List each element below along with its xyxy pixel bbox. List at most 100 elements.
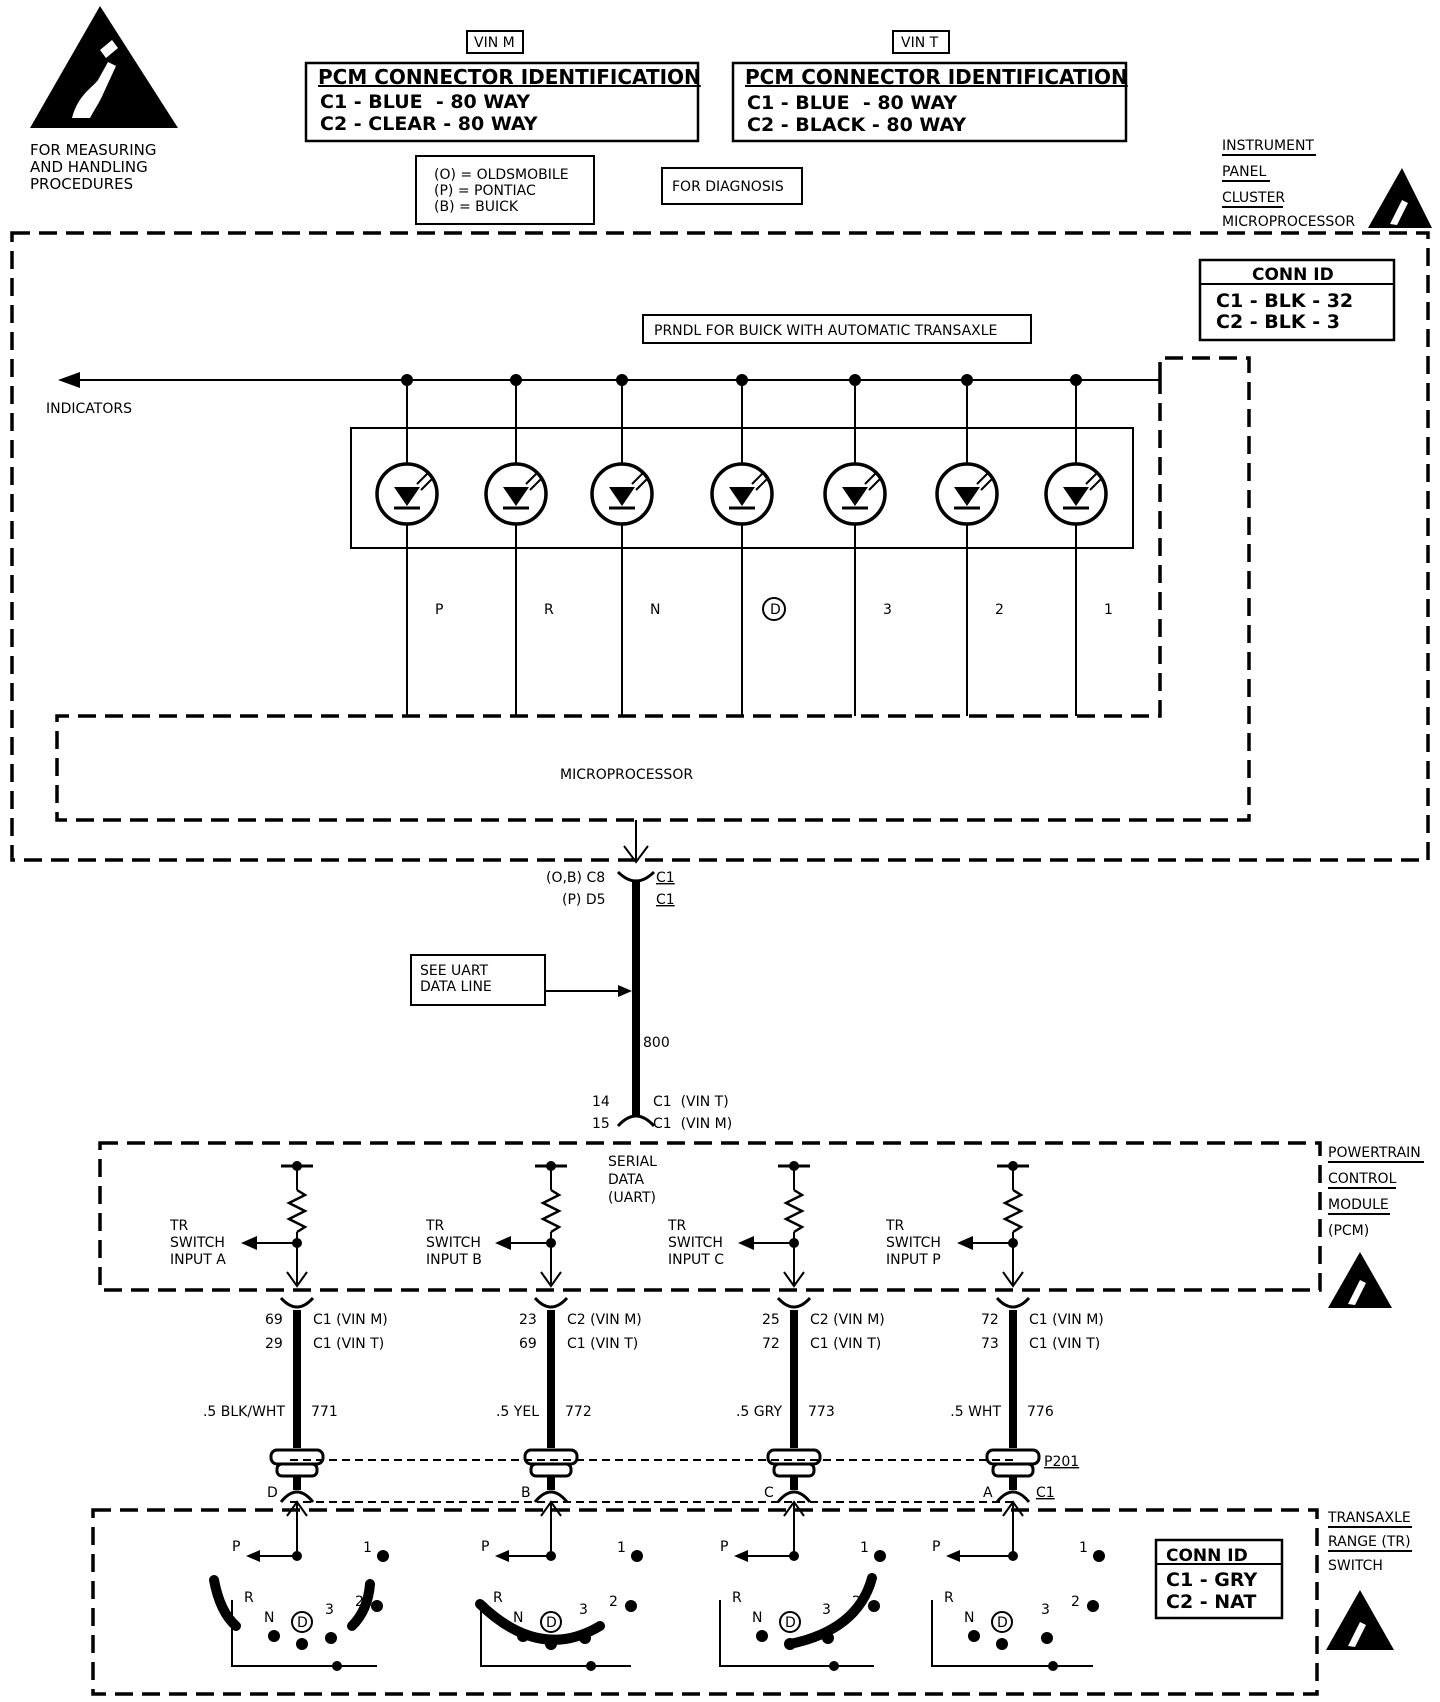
tr-conn-id-box [1154, 1538, 1284, 1620]
uart-note-line-2: DATA LINE [420, 979, 492, 995]
serial-pin-2: 15 [592, 1116, 610, 1132]
led-ray [864, 471, 878, 485]
input-label: SWITCH [886, 1235, 941, 1251]
cluster-title-2: PANEL [1222, 164, 1266, 180]
pos-label: 1 [363, 1540, 372, 1556]
input-label: SWITCH [668, 1235, 723, 1251]
tr-title-1: TRANSAXLE [1327, 1510, 1411, 1526]
tr-conn-label: C1 [1036, 1485, 1055, 1501]
pin-connector: C1 (VIN T) [810, 1336, 881, 1352]
input-label: INPUT A [170, 1252, 226, 1268]
led-label: P [435, 602, 443, 618]
input-arrow-icon [957, 1236, 973, 1250]
pos-label: N [264, 1610, 274, 1626]
input-label: INPUT C [668, 1252, 724, 1268]
connector-icon [995, 1490, 1031, 1503]
down-arrow-icon [1002, 1271, 1024, 1288]
splice-icon [523, 1448, 579, 1466]
make-legend-buick: (B) = BUICK [434, 199, 519, 215]
circuit-number: 772 [565, 1404, 592, 1420]
led-ray [631, 471, 645, 485]
contact [874, 1550, 886, 1562]
microprocessor-label: MICROPROCESSOR [560, 767, 693, 783]
led-ray [1085, 471, 1099, 485]
led-ray [868, 477, 882, 491]
led-label-ring [762, 597, 786, 621]
led-diode-icon [954, 487, 980, 506]
wire-color: .5 WHT [950, 1404, 1001, 1420]
contact [1093, 1550, 1105, 1562]
pos-label: P [481, 1539, 489, 1555]
pos-label: P [720, 1539, 728, 1555]
input-arrow-icon [738, 1236, 754, 1250]
contact [371, 1600, 383, 1612]
pin-connector: C1 (VIN M) [1029, 1312, 1104, 1328]
pos-label: P [232, 1539, 240, 1555]
indicators-label: INDICATORS [46, 401, 132, 417]
contact-bridge [347, 1579, 375, 1631]
led-ray [751, 471, 765, 485]
down-arrow-icon [783, 1271, 805, 1288]
contact-bridge [209, 1575, 241, 1631]
led-diode-icon [729, 487, 755, 506]
vin-m-row-1: C1 - BLUE - 80 WAY [320, 91, 530, 113]
junction [1048, 1661, 1058, 1671]
pos-label: 3 [325, 1602, 334, 1618]
serial-pin-1: 14 [592, 1094, 610, 1110]
esd-note-line-2: AND HANDLING [30, 158, 148, 176]
contact [996, 1638, 1008, 1650]
d-ring [540, 1611, 562, 1633]
wire-color: .5 YEL [496, 1404, 539, 1420]
input-label: SWITCH [426, 1235, 481, 1251]
connector-icon [776, 1296, 812, 1309]
make-legend-oldsmobile: (O) = OLDSMOBILE [434, 167, 569, 183]
input-label: SWITCH [170, 1235, 225, 1251]
contact [268, 1630, 280, 1642]
resistor-icon [1002, 1188, 1024, 1234]
serial-top-left-2: (P) D5 [562, 892, 606, 908]
vin-t-row-1: C1 - BLUE - 80 WAY [747, 92, 957, 114]
pin-connector: C1 (VIN T) [313, 1336, 384, 1352]
splice-icon [529, 1462, 573, 1478]
pin-connector: C2 (VIN M) [567, 1312, 642, 1328]
led-ray [416, 471, 430, 485]
serial-top-right-2: C1 [656, 892, 675, 908]
input-label: INPUT P [886, 1252, 941, 1268]
resistor-icon [286, 1188, 308, 1234]
tr-pin: C [764, 1485, 774, 1501]
d-ring [779, 1611, 801, 1633]
pivot [1008, 1551, 1018, 1561]
contact [1041, 1632, 1053, 1644]
connector-icon [533, 1490, 569, 1503]
led-label: 2 [995, 602, 1004, 618]
pin-connector: C1 (VIN T) [1029, 1336, 1100, 1352]
led-diode-icon [609, 487, 635, 506]
p201-label: P201 [1044, 1454, 1079, 1470]
pin-number: 69 [265, 1312, 283, 1328]
common-bus [931, 1600, 1093, 1667]
uart-note-box [410, 954, 546, 1006]
led-label: 1 [1104, 602, 1113, 618]
contact-bridge [785, 1573, 877, 1649]
led-ray [755, 477, 769, 491]
pos-label: 2 [609, 1594, 618, 1610]
prndl-box [642, 314, 1032, 344]
pin-connector: C1 (VIN M) [313, 1312, 388, 1328]
pos-label: 3 [1041, 1602, 1050, 1618]
wire-color: .5 GRY [736, 1404, 782, 1420]
pin-number: 69 [519, 1336, 537, 1352]
pos-label: N [964, 1610, 974, 1626]
circuit-number: 773 [808, 1404, 835, 1420]
pin-connector: C1 (VIN T) [567, 1336, 638, 1352]
make-legend-box [415, 155, 595, 225]
contact [1087, 1600, 1099, 1612]
wire-color: .5 BLK/WHT [203, 1404, 285, 1420]
pin-number: 73 [981, 1336, 999, 1352]
connector-icon [995, 1296, 1031, 1309]
pcm-title-2: CONTROL [1328, 1171, 1397, 1187]
